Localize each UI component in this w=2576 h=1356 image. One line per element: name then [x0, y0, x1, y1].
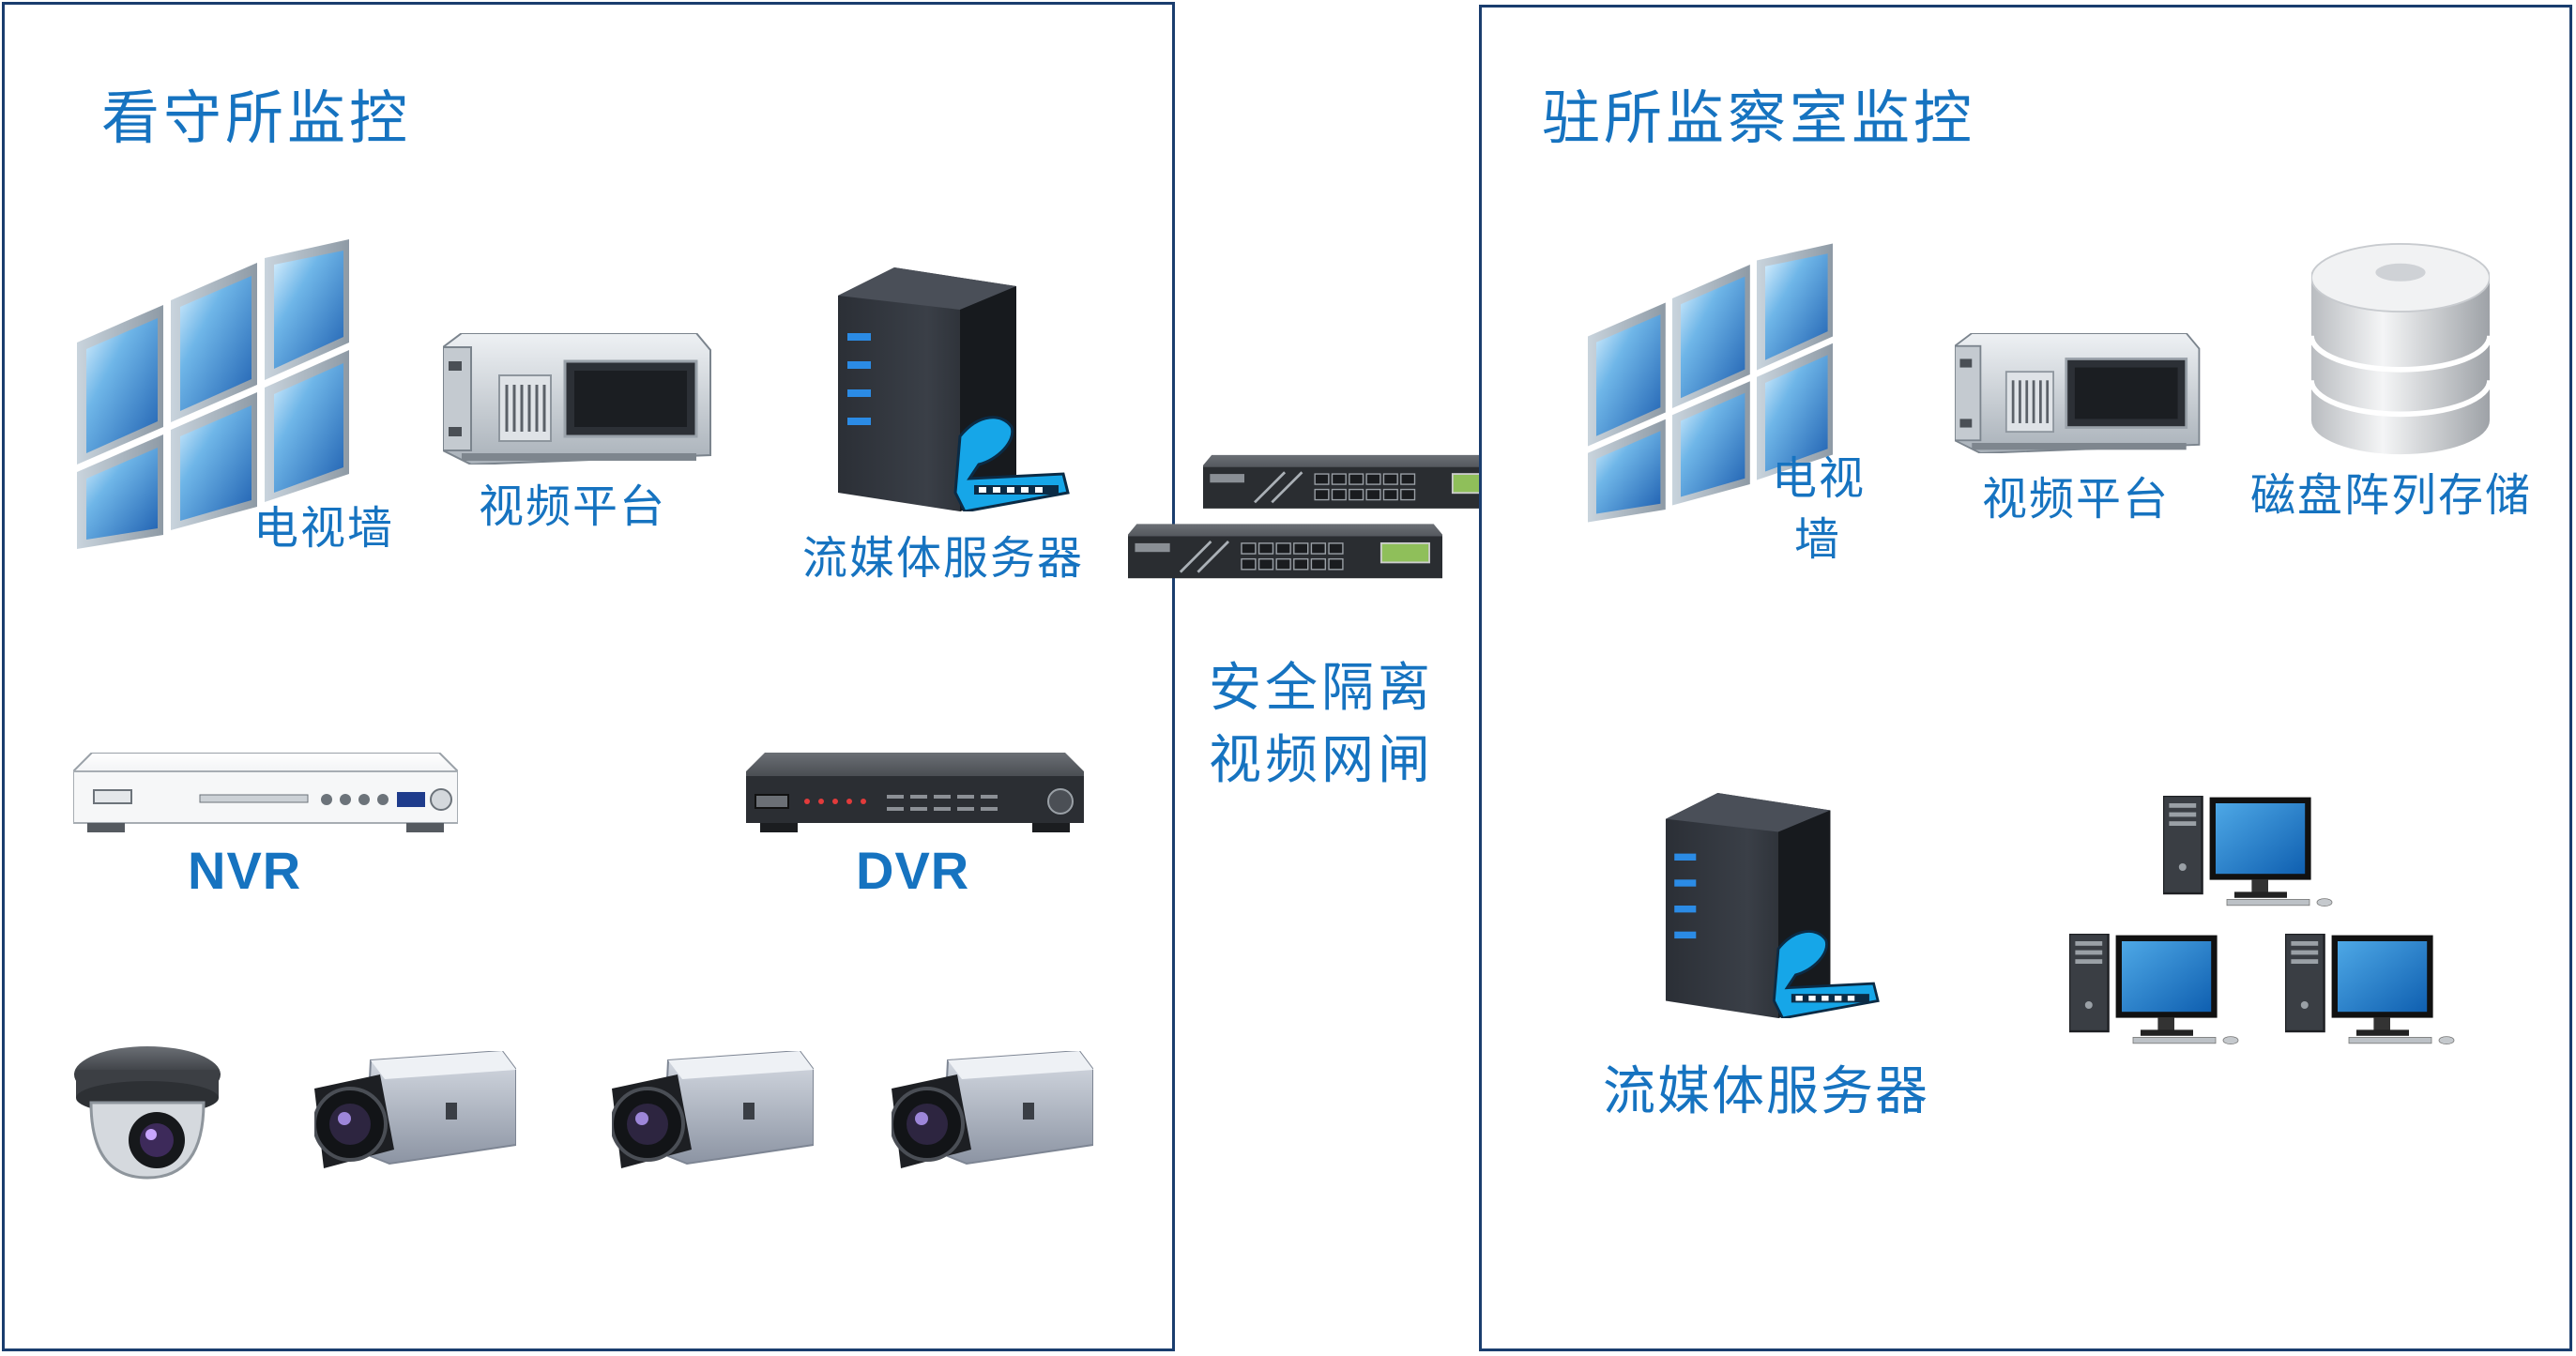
desktop-pc-icon: [2285, 934, 2510, 1046]
streaming-server-label: 流媒体服务器: [1603, 1061, 1929, 1122]
disk-array-icon: [2311, 242, 2490, 456]
box-camera-icon: [612, 1051, 814, 1182]
tv-wall-label: 电视墙: [253, 502, 395, 555]
box-camera-icon: [892, 1051, 1093, 1182]
tv-wall-label-line2: 墙: [1794, 513, 1842, 566]
desktop-pc-icon: [2069, 934, 2294, 1046]
nvr-label: NVR: [188, 841, 302, 900]
video-platform-label: 视频平台: [1982, 473, 2171, 526]
gateway-appliance-icon: [1203, 452, 1513, 518]
gateway-label-line1: 安全隔离: [1209, 658, 1434, 719]
panel-title-detention-center: 看守所监控: [101, 84, 412, 152]
video-platform-icon: [443, 333, 715, 465]
panel-title-supervision-room: 驻所监察室监控: [1542, 84, 1976, 152]
video-platform-icon: [1955, 333, 2203, 453]
streaming-server-icon: [1666, 793, 1891, 1018]
nvr-icon: [73, 753, 458, 837]
streaming-server-label: 流媒体服务器: [802, 532, 1085, 585]
streaming-server-icon: [838, 267, 1082, 511]
tv-wall-label-line1: 电视: [1772, 452, 1867, 505]
dvr-icon: [746, 753, 1084, 837]
desktop-pc-icon: [2163, 796, 2388, 908]
disk-array-label: 磁盘阵列存储: [2250, 469, 2533, 522]
dome-camera-icon: [72, 1037, 222, 1187]
video-platform-label: 视频平台: [479, 480, 667, 533]
box-camera-icon: [314, 1051, 516, 1182]
gateway-appliance-icon: [1128, 522, 1442, 587]
supervision-room-panel: [1479, 5, 2572, 1351]
gateway-label-line2: 视频网闸: [1209, 730, 1434, 791]
dvr-label: DVR: [856, 841, 970, 900]
